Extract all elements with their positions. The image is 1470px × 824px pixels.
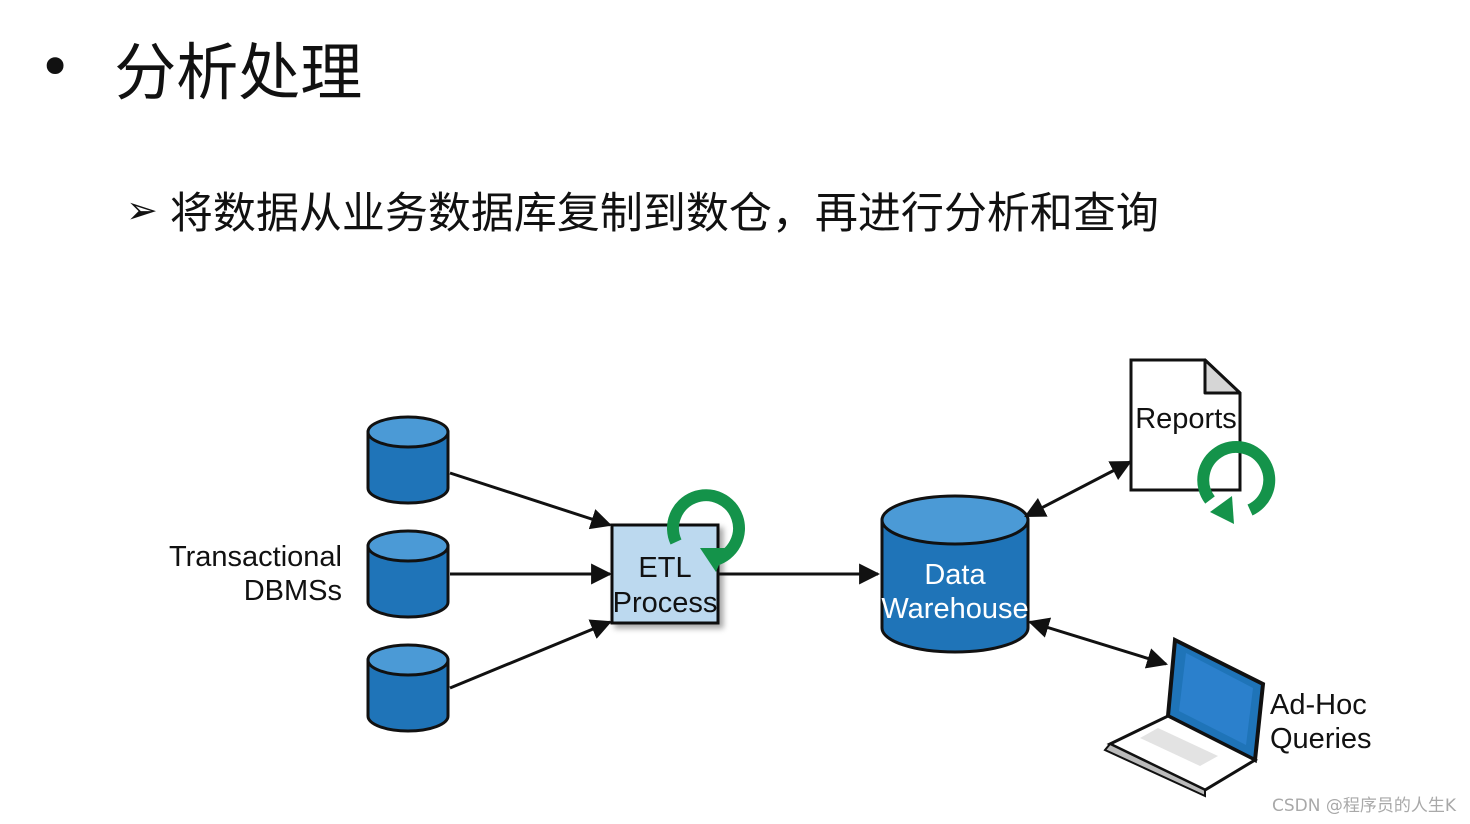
etl-label-line-1: ETL bbox=[638, 552, 691, 584]
arrow-db3-etl bbox=[449, 619, 612, 690]
arrow-bullet-icon: ➢ bbox=[126, 188, 158, 232]
laptop-icon bbox=[1103, 636, 1266, 798]
sources-label-line-2: DBMSs bbox=[244, 575, 342, 607]
data-warehouse-icon: Data Warehouse bbox=[880, 494, 1030, 654]
reports-document-icon: Reports bbox=[1129, 358, 1242, 492]
sources-label-line-1: Transactional bbox=[169, 541, 342, 573]
arrow-warehouse-reports bbox=[1024, 460, 1132, 518]
warehouse-label-line-1: Data bbox=[924, 559, 986, 591]
adhoc-label-line-1: Ad-Hoc bbox=[1270, 689, 1367, 721]
slide-title: • 分析处理 bbox=[38, 22, 362, 112]
etl-label-line-2: Process bbox=[613, 587, 718, 619]
sub-point-text: 将数据从业务数据库复制到数仓，再进行分析和查询 bbox=[169, 189, 1159, 239]
etl-refresh-icon bbox=[667, 489, 745, 572]
bullet-dot: • bbox=[38, 33, 73, 101]
arrow-db1-etl bbox=[449, 471, 612, 530]
source-db-3-icon bbox=[366, 643, 450, 733]
reports-refresh-icon bbox=[1197, 441, 1276, 524]
watermark: CSDN @程序员的人生K bbox=[1271, 796, 1456, 816]
source-db-1-icon bbox=[366, 415, 450, 505]
reports-label: Reports bbox=[1135, 403, 1237, 435]
slide-title-text: 分析处理 bbox=[114, 36, 363, 109]
warehouse-label-line-2: Warehouse bbox=[881, 593, 1028, 625]
arrow-warehouse-queries bbox=[1027, 617, 1169, 669]
sub-point: ➢ 将数据从业务数据库复制到数仓，再进行分析和查询 bbox=[126, 178, 1159, 242]
etl-process-box: ETL Process bbox=[610, 523, 720, 625]
source-db-2-icon bbox=[366, 529, 450, 619]
adhoc-label-line-2: Queries bbox=[1270, 723, 1372, 755]
